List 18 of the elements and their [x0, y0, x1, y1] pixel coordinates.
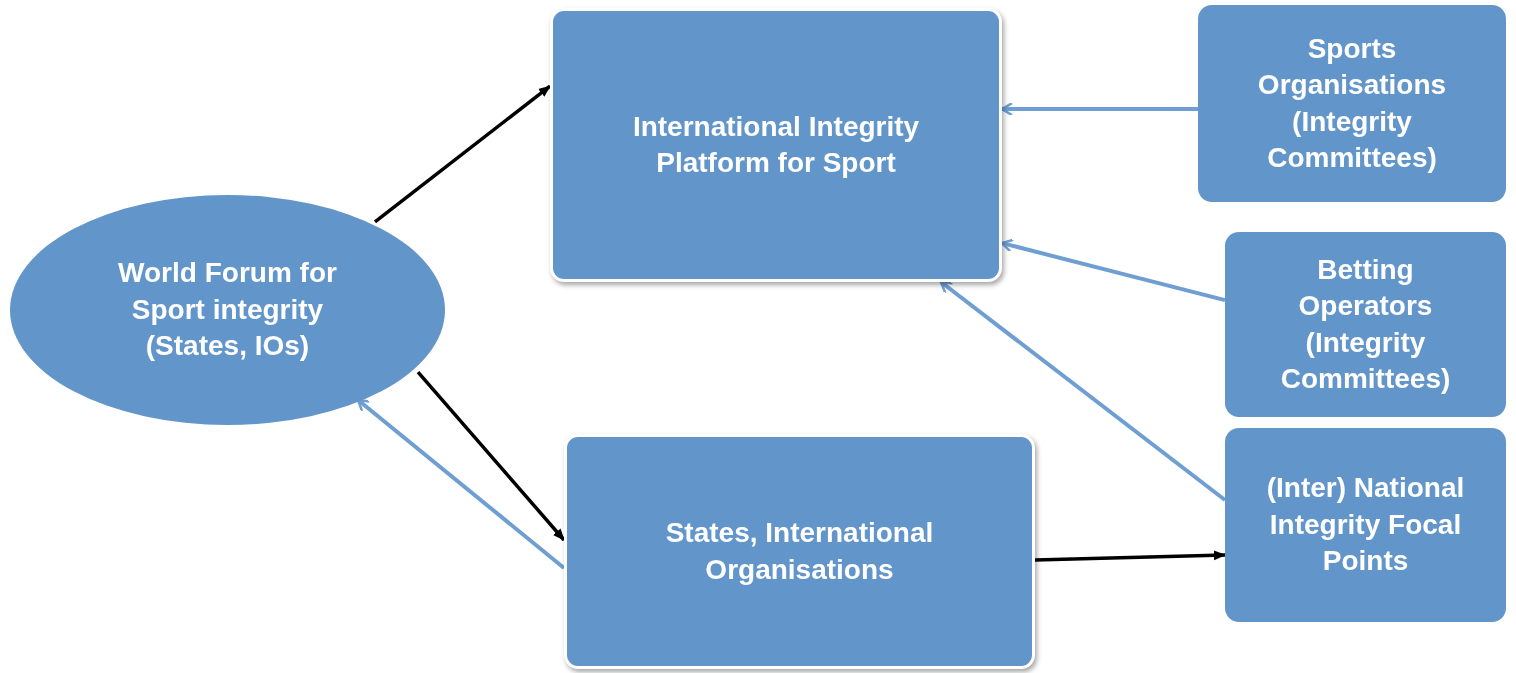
node-label: Sports Organisations (Integrity Committees): [1256, 31, 1448, 175]
arrow: [1000, 238, 1226, 302]
process-box: [1225, 232, 1506, 417]
node-label: World Forum for Sport integrity (States, IOs): [117, 256, 338, 364]
process-box: [1225, 428, 1506, 622]
process-box: [1198, 5, 1506, 202]
process-box: [564, 434, 1035, 669]
arrow: [939, 280, 1227, 502]
arrow: [373, 84, 552, 224]
node-label: States, International Organisations: [664, 516, 935, 587]
arrow: [356, 398, 566, 570]
node-label: International Integrity Platform for Sport: [631, 109, 921, 180]
process-box: [550, 8, 1002, 282]
node-label: (Inter) National Integrity Focal Points: [1265, 471, 1466, 579]
arrow: [1000, 101, 1198, 117]
node-label: Betting Operators (Integrity Committees): [1279, 252, 1452, 396]
arrow: [1034, 550, 1226, 562]
arrow: [416, 370, 566, 542]
